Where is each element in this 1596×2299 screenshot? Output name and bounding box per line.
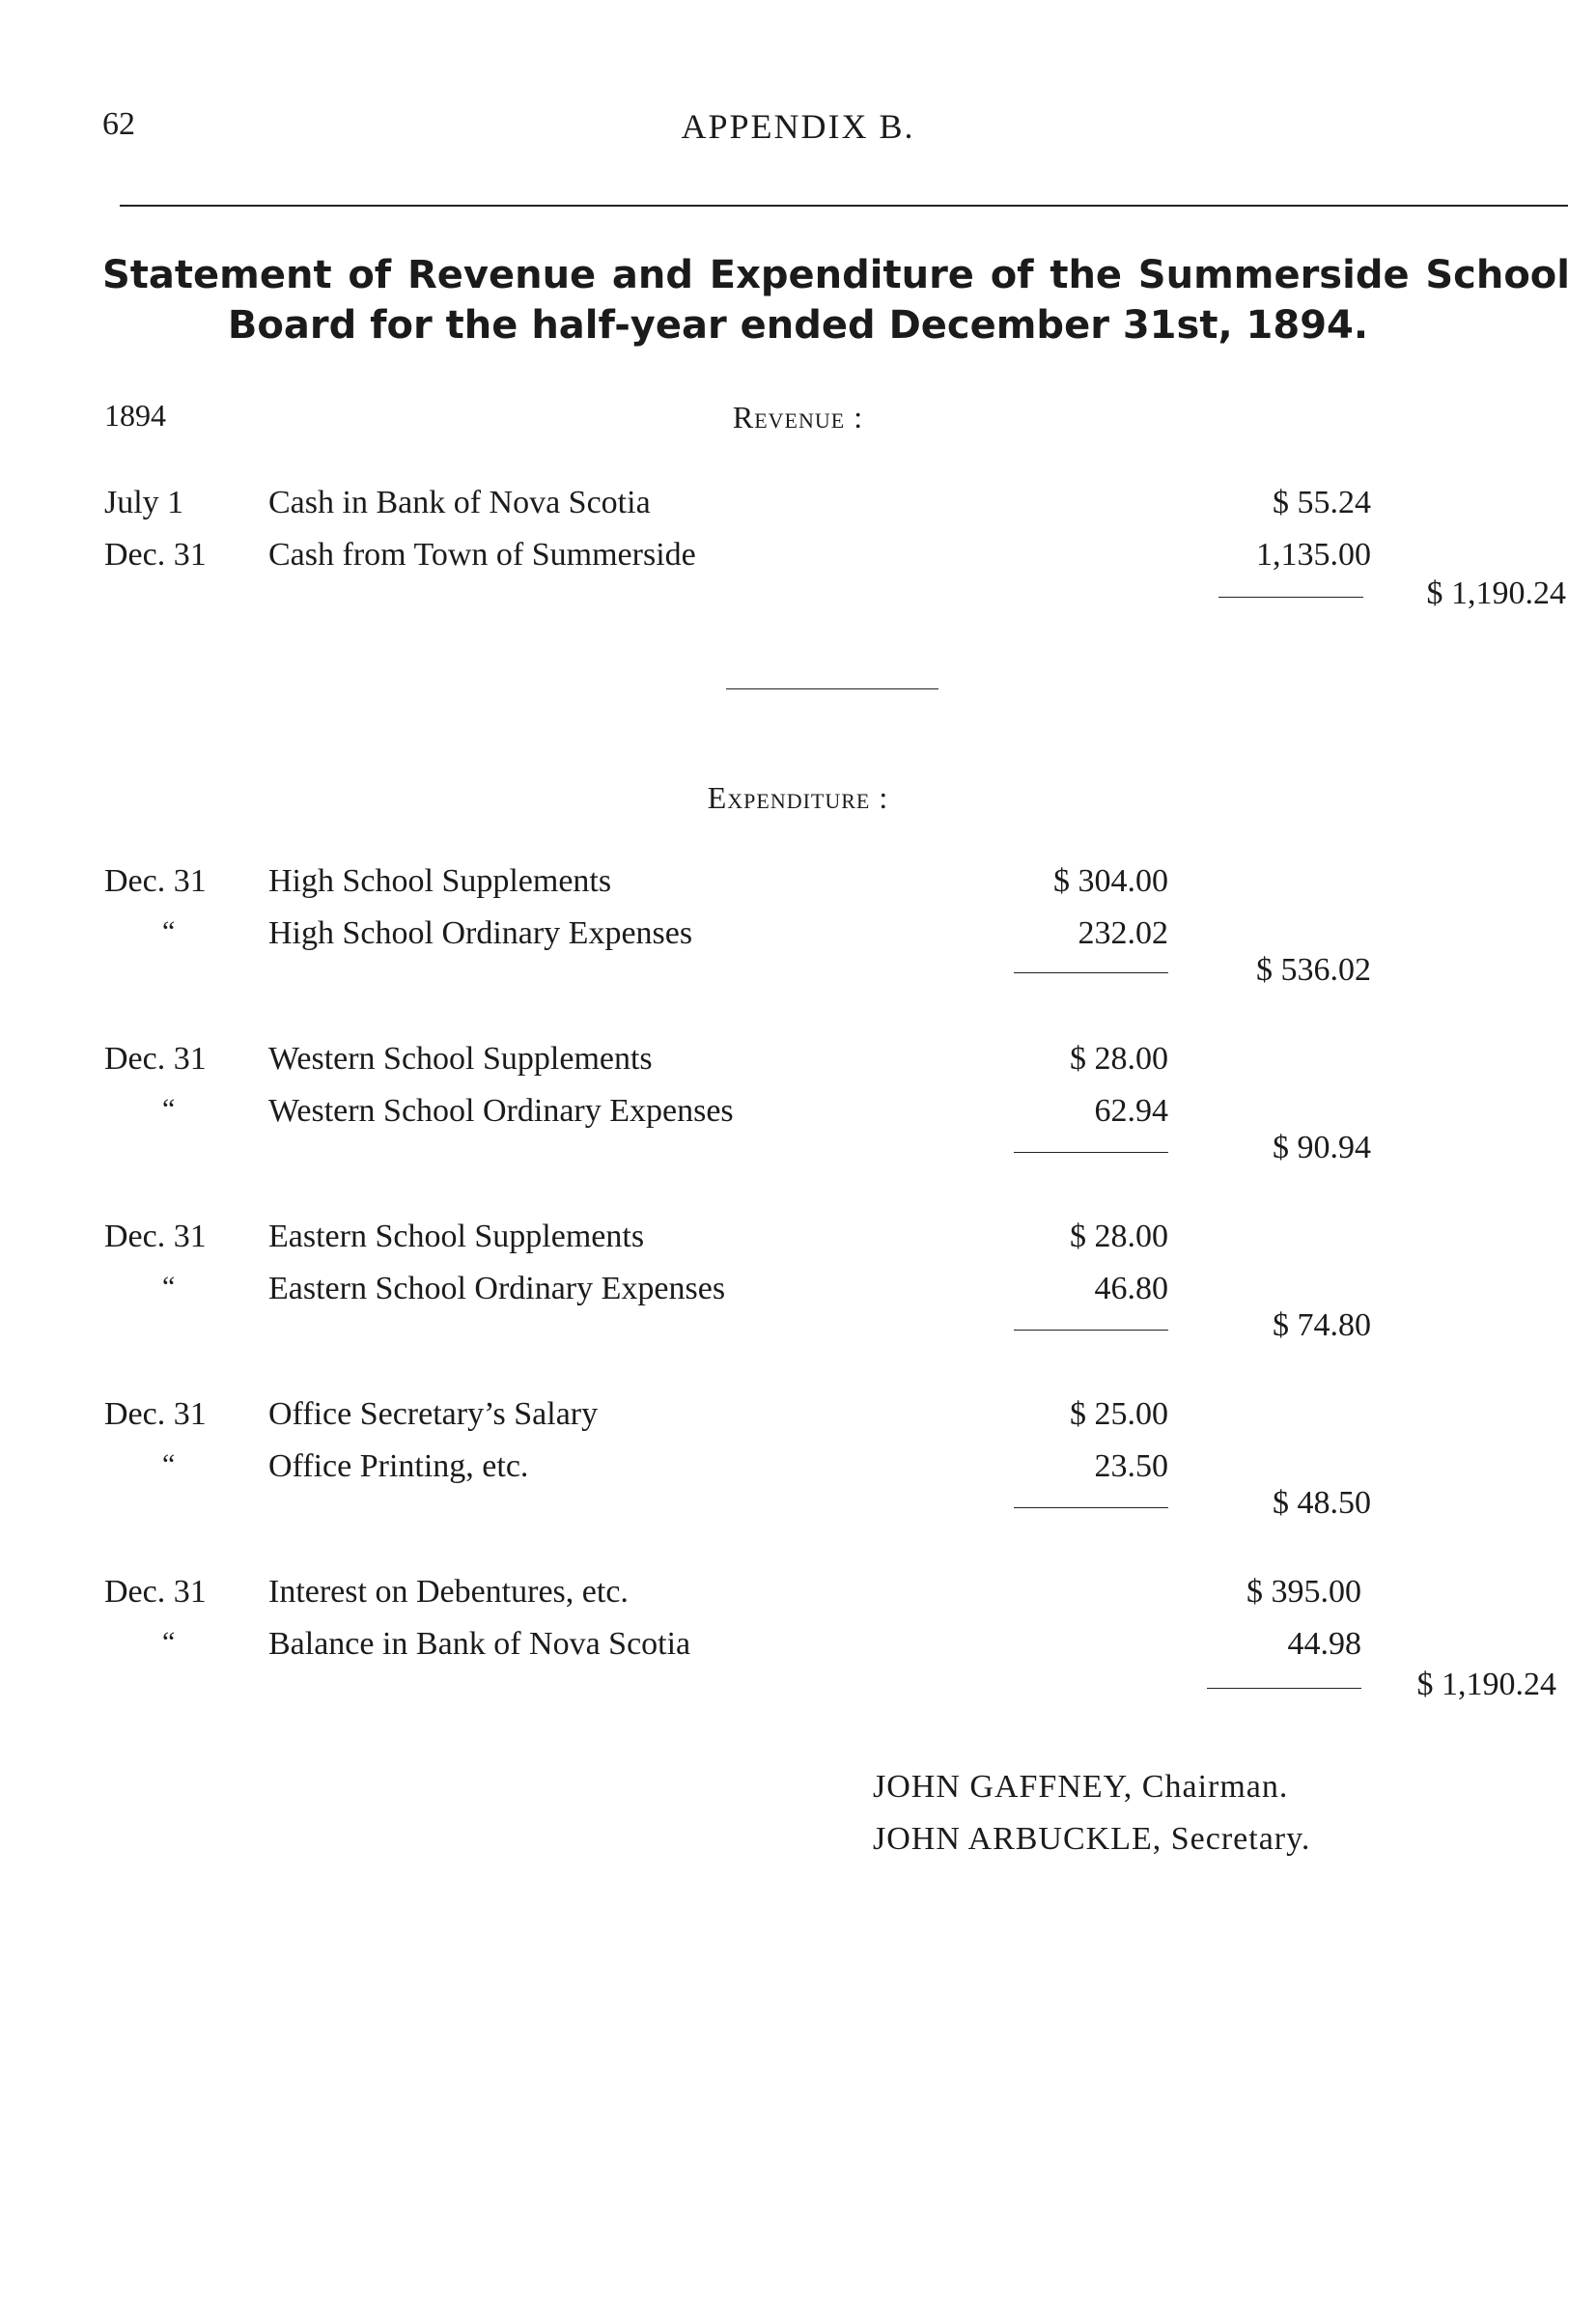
- revenue-heading: Revenue :: [732, 400, 864, 435]
- expenditure-group-2-row2-desc: Western School Ordinary Expenses: [268, 1093, 734, 1129]
- expenditure-group-3-rule: [1014, 1330, 1168, 1331]
- expenditure-group-4-subtotal: $ 48.50: [1273, 1485, 1371, 1521]
- expenditure-group-1-rule: [1014, 972, 1168, 973]
- expenditure-group-1-row2-desc: High School Ordinary Expenses: [268, 915, 693, 951]
- expenditure-group-4-row2-amount: 23.50: [1094, 1448, 1169, 1484]
- revenue-year: 1894: [104, 398, 166, 433]
- statement-title-line1: Statement of Revenue and Expenditure of …: [102, 253, 1570, 297]
- revenue-total: $ 1,190.24: [1426, 575, 1567, 611]
- expenditure-group-2-row2-amount: 62.94: [1094, 1093, 1169, 1129]
- expenditure-group-2-date: Dec. 31: [104, 1041, 207, 1077]
- expenditure-heading: Expenditure :: [707, 780, 889, 815]
- expenditure-group-3-row1-amount: $ 28.00: [1070, 1219, 1168, 1254]
- revenue-row-2-desc: Cash from Town of Summerside: [268, 537, 696, 573]
- expenditure-final-row1-amount: $ 395.00: [1246, 1574, 1361, 1610]
- expenditure-final-row2-amount: 44.98: [1287, 1626, 1362, 1662]
- header-rule: [120, 205, 1568, 207]
- expenditure-group-1-row1-amount: $ 304.00: [1053, 863, 1168, 899]
- expenditure-group-1-subtotal: $ 536.02: [1256, 952, 1371, 988]
- expenditure-group-1-date: Dec. 31: [104, 863, 207, 899]
- statement-title-line2: Board for the half-year ended December 3…: [227, 303, 1369, 348]
- expenditure-group-2-row1-amount: $ 28.00: [1070, 1041, 1168, 1077]
- secretary-signature: JOHN ARBUCKLE, Secretary.: [873, 1821, 1311, 1857]
- expenditure-group-4-ditto: “: [162, 1448, 176, 1480]
- page-number: 62: [102, 106, 135, 142]
- expenditure-group-3-ditto: “: [162, 1271, 176, 1303]
- expenditure-group-2-ditto: “: [162, 1093, 176, 1125]
- revenue-sum-rule: [1218, 597, 1363, 598]
- expenditure-group-1-row1-desc: High School Supplements: [268, 863, 612, 899]
- expenditure-group-3-subtotal: $ 74.80: [1273, 1307, 1371, 1343]
- expenditure-final-row1-desc: Interest on Debentures, etc.: [268, 1574, 629, 1610]
- expenditure-total: $ 1,190.24: [1416, 1667, 1557, 1702]
- expenditure-group-2-rule: [1014, 1152, 1168, 1153]
- expenditure-final-date: Dec. 31: [104, 1574, 207, 1610]
- expenditure-group-3-row1-desc: Eastern School Supplements: [268, 1219, 645, 1254]
- expenditure-group-4-date: Dec. 31: [104, 1396, 207, 1432]
- expenditure-group-4-row1-amount: $ 25.00: [1070, 1396, 1168, 1432]
- expenditure-group-3-row2-desc: Eastern School Ordinary Expenses: [268, 1271, 726, 1306]
- expenditure-group-4-row2-desc: Office Printing, etc.: [268, 1448, 529, 1484]
- revenue-row-2-amount: 1,135.00: [1256, 537, 1371, 573]
- revenue-row-1-desc: Cash in Bank of Nova Scotia: [268, 485, 651, 520]
- expenditure-group-3-date: Dec. 31: [104, 1219, 207, 1254]
- expenditure-group-2-row1-desc: Western School Supplements: [268, 1041, 653, 1077]
- expenditure-final-rule: [1207, 1688, 1361, 1689]
- revenue-row-1-amount: $ 55.24: [1273, 485, 1371, 520]
- expenditure-final-row2-desc: Balance in Bank of Nova Scotia: [268, 1626, 691, 1662]
- revenue-row-2-date: Dec. 31: [104, 537, 207, 573]
- expenditure-group-1-row2-amount: 232.02: [1078, 915, 1169, 951]
- expenditure-group-4-row1-desc: Office Secretary’s Salary: [268, 1396, 599, 1432]
- running-title: APPENDIX B.: [681, 107, 915, 146]
- expenditure-final-ditto: “: [162, 1626, 176, 1658]
- expenditure-group-4-rule: [1014, 1507, 1168, 1508]
- expenditure-group-1-ditto: “: [162, 915, 176, 947]
- section-divider: [726, 688, 938, 689]
- expenditure-group-2-subtotal: $ 90.94: [1273, 1130, 1371, 1165]
- chairman-signature: JOHN GAFFNEY, Chairman.: [873, 1769, 1289, 1805]
- expenditure-group-3-row2-amount: 46.80: [1094, 1271, 1169, 1306]
- revenue-row-1-date: July 1: [104, 485, 184, 520]
